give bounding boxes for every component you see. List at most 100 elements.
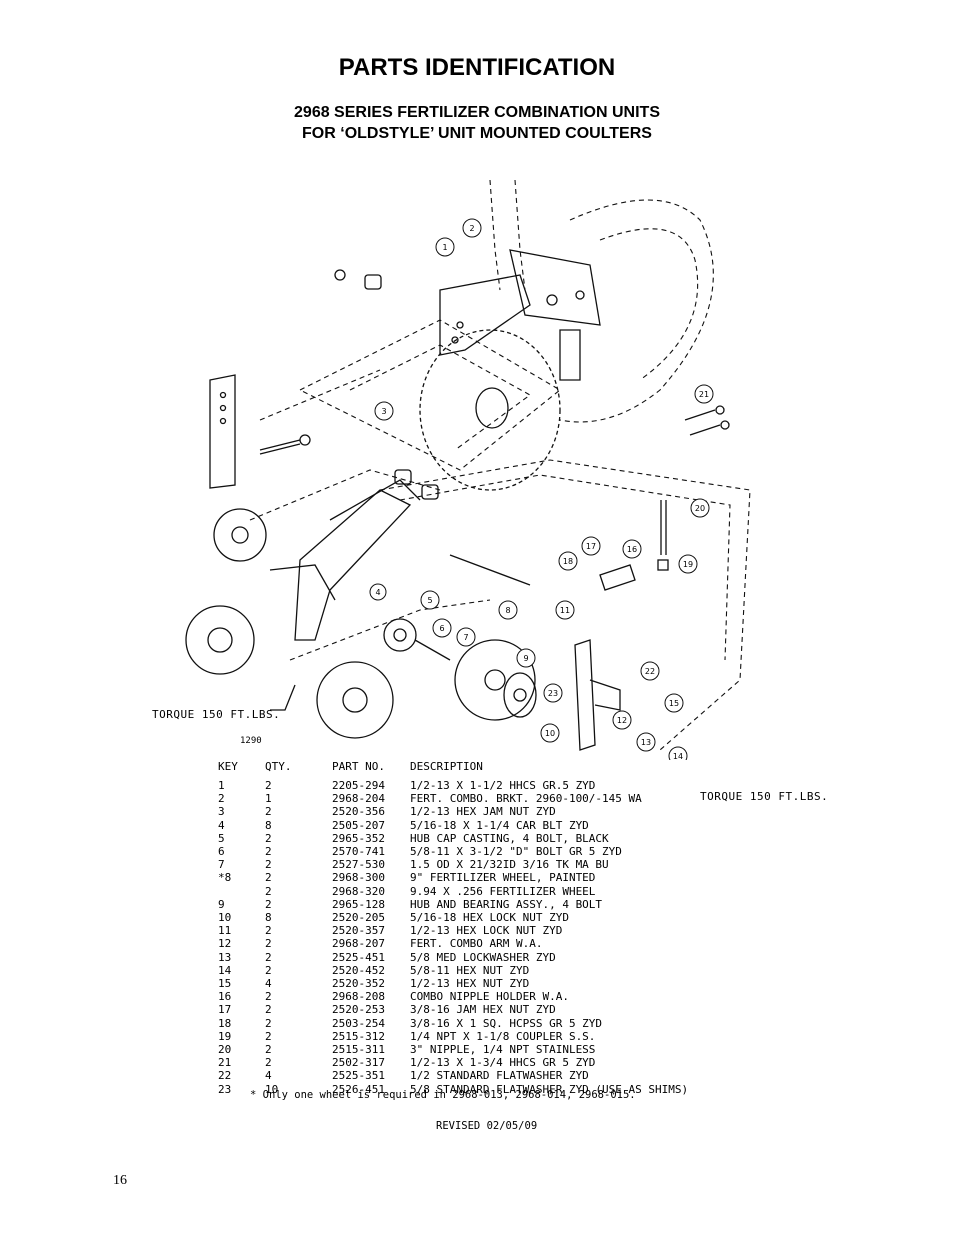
row-qty: 2 bbox=[265, 805, 272, 819]
svg-text:17: 17 bbox=[586, 542, 596, 551]
row-key: 23 bbox=[218, 1082, 232, 1096]
row-key: 5 bbox=[218, 831, 225, 845]
svg-text:14: 14 bbox=[673, 752, 683, 760]
header-key: KEY bbox=[218, 760, 238, 773]
row-qty: 2 bbox=[265, 779, 272, 792]
callout-15: 15 bbox=[664, 693, 684, 713]
row-key: 22 bbox=[218, 1069, 232, 1083]
row-key: 15 bbox=[218, 977, 232, 990]
callout-9: 9 bbox=[516, 648, 536, 668]
header-qty: QTY. bbox=[265, 760, 292, 773]
row-description: 5/16-18 X 1-1/4 CAR BLT ZYD bbox=[410, 818, 589, 832]
svg-text:16: 16 bbox=[627, 545, 637, 554]
row-key: *8 bbox=[218, 871, 232, 885]
row-key: 20 bbox=[218, 1043, 232, 1056]
row-qty: 2 bbox=[265, 990, 272, 1004]
row-description: 5/8 STANDARD FLATWASHER ZYD (USE AS SHIM… bbox=[410, 1082, 689, 1096]
row-qty: 4 bbox=[265, 977, 272, 990]
row-key: 12 bbox=[218, 937, 232, 951]
svg-text:9: 9 bbox=[523, 654, 528, 663]
svg-text:1: 1 bbox=[442, 243, 447, 252]
row-description: 1/4 NPT X 1-1/8 COUPLER S.S. bbox=[410, 1029, 596, 1043]
svg-text:20: 20 bbox=[695, 504, 705, 513]
row-qty: 2 bbox=[265, 831, 272, 845]
row-key: 14 bbox=[218, 963, 232, 977]
row-key: 10 bbox=[218, 911, 232, 924]
row-part-no: 2520-352 bbox=[332, 977, 385, 990]
row-key: 7 bbox=[218, 858, 225, 872]
row-key: 2 bbox=[218, 792, 225, 806]
row-part-no: 2505-207 bbox=[332, 818, 385, 832]
row-part-no: 2502-317 bbox=[332, 1056, 385, 1070]
callout-10: 10 bbox=[540, 723, 560, 743]
callout-18: 18 bbox=[558, 551, 578, 571]
row-description: 3/8-16 JAM HEX NUT ZYD bbox=[410, 1003, 556, 1017]
row-description: COMBO NIPPLE HOLDER W.A. bbox=[410, 990, 569, 1004]
row-qty: 2 bbox=[265, 858, 272, 872]
svg-text:12: 12 bbox=[617, 716, 627, 725]
row-part-no: 2525-351 bbox=[332, 1069, 385, 1083]
row-part-no: 2520-357 bbox=[332, 924, 385, 938]
row-description: FERT. COMBO ARM W.A. bbox=[410, 937, 543, 951]
row-key: 19 bbox=[218, 1029, 232, 1043]
svg-text:19: 19 bbox=[683, 560, 693, 569]
row-qty: 2 bbox=[265, 937, 272, 951]
torque-note-right: TORQUE 150 FT.LBS. bbox=[700, 790, 829, 803]
row-part-no: 2570-741 bbox=[332, 845, 385, 858]
row-part-no: 2968-300 bbox=[332, 871, 385, 885]
svg-text:2: 2 bbox=[469, 224, 474, 233]
row-qty: 2 bbox=[265, 1016, 272, 1030]
row-part-no: 2968-204 bbox=[332, 792, 385, 806]
row-part-no: 2527-530 bbox=[332, 858, 385, 872]
row-qty: 2 bbox=[265, 963, 272, 977]
row-qty: 1 bbox=[265, 792, 272, 806]
torque-note-left: TORQUE 150 FT.LBS. bbox=[152, 708, 281, 721]
footnote: * Only one wheel is required in 2968-013… bbox=[250, 1089, 636, 1101]
callout-23: 23 bbox=[543, 683, 563, 703]
row-description: FERT. COMBO. BRKT. 2960-100/-145 WA bbox=[410, 792, 642, 806]
row-description: 1/2-13 HEX LOCK NUT ZYD bbox=[410, 924, 563, 938]
revised-date: REVISED 02/05/09 bbox=[436, 1120, 538, 1132]
row-description: 5/16-18 HEX LOCK NUT ZYD bbox=[410, 911, 569, 924]
callout-20: 20 bbox=[690, 498, 710, 518]
row-key: 6 bbox=[218, 845, 225, 858]
row-key: 16 bbox=[218, 990, 232, 1004]
callout-12: 12 bbox=[612, 710, 632, 730]
table-row: *8 2 2968-300 9" FERTILIZER WHEEL, PAINTED bbox=[210, 871, 730, 884]
row-description: 3/8-16 X 1 SQ. HCPSS GR 5 ZYD bbox=[410, 1016, 603, 1030]
row-description: HUB AND BEARING ASSY., 4 BOLT bbox=[410, 897, 603, 911]
row-qty: 2 bbox=[265, 871, 272, 885]
row-qty: 2 bbox=[265, 1029, 272, 1043]
row-qty: 2 bbox=[265, 924, 272, 938]
page-number: 16 bbox=[113, 1173, 127, 1188]
row-qty: 8 bbox=[265, 911, 272, 924]
svg-text:23: 23 bbox=[548, 689, 558, 698]
svg-text:15: 15 bbox=[669, 699, 679, 708]
row-description: 1/2-13 HEX JAM NUT ZYD bbox=[410, 805, 556, 819]
row-description: 1/2 STANDARD FLATWASHER ZYD bbox=[410, 1069, 589, 1083]
callout-19: 19 bbox=[678, 554, 698, 574]
row-description: 5/8-11 X 3-1/2 "D" BOLT GR 5 ZYD bbox=[410, 845, 622, 858]
row-part-no: 2515-311 bbox=[332, 1043, 385, 1056]
callout-7: 7 bbox=[456, 627, 476, 647]
row-qty: 2 bbox=[265, 950, 272, 964]
subtitle-line-1: 2968 SERIES FERTILIZER COMBINATION UNITS bbox=[294, 104, 660, 121]
row-key: 1 bbox=[218, 779, 225, 792]
svg-text:21: 21 bbox=[699, 390, 709, 399]
row-key: 9 bbox=[218, 897, 225, 911]
page-title: PARTS IDENTIFICATION bbox=[338, 54, 616, 81]
row-description: 9" FERTILIZER WHEEL, PAINTED bbox=[410, 871, 596, 885]
row-qty: 2 bbox=[265, 1056, 272, 1070]
